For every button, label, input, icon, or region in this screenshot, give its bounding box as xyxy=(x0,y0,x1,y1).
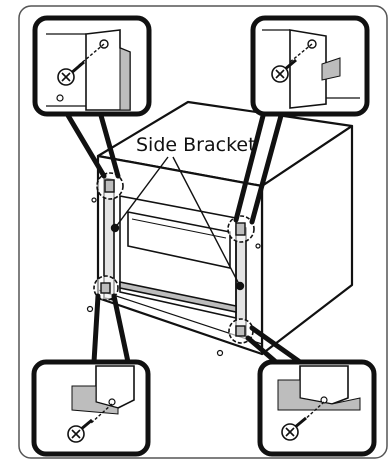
connector-bottom-left-b xyxy=(111,293,131,365)
pointer-line-right xyxy=(172,156,241,287)
bracket-icon xyxy=(289,29,327,109)
side-bracket-label: Side Bracket xyxy=(136,134,256,156)
oven-door-window-inner xyxy=(131,218,227,239)
connector-bottom-right xyxy=(245,335,279,365)
screw-icon xyxy=(271,58,297,83)
screw-icon xyxy=(91,197,97,203)
screw-icon xyxy=(255,243,261,249)
connector-top-right xyxy=(233,109,267,223)
oven-front-details xyxy=(97,177,263,345)
guide-dashed-line xyxy=(77,43,105,67)
pointer-dot-left xyxy=(110,223,120,233)
small-hole xyxy=(56,94,64,102)
bracket-screw-markers xyxy=(100,179,246,337)
screw-icon xyxy=(67,418,93,443)
bracket-base-shade xyxy=(71,385,119,415)
bracket-icon xyxy=(104,179,115,193)
bracket-top-shade xyxy=(321,57,341,81)
pointer-line-left xyxy=(114,156,169,229)
loose-screws xyxy=(86,197,261,357)
connector-top-left-b xyxy=(97,109,121,179)
zoom-box-bottom-left xyxy=(31,359,151,457)
screw-icon xyxy=(216,349,224,357)
oven-door-handle xyxy=(119,281,237,313)
connector-top-left xyxy=(63,109,107,179)
screw-icon xyxy=(281,416,307,441)
pointer-dot-right xyxy=(235,281,245,291)
callout-connectors xyxy=(63,109,303,365)
bracket-icon xyxy=(235,222,246,236)
screw-icon xyxy=(86,305,94,313)
connector-bottom-left xyxy=(91,293,101,365)
bracket-base-shade xyxy=(277,379,361,411)
side-bracket-pointers xyxy=(110,156,245,291)
zoom-box-bottom-right xyxy=(257,359,377,457)
bracket-icon xyxy=(235,325,246,337)
oven-door-outline xyxy=(119,195,237,319)
zoom-box-top-left xyxy=(32,15,152,117)
connector-top-right-b xyxy=(249,109,285,225)
connector-bottom-right-b xyxy=(249,325,303,365)
bracket-side-shade xyxy=(119,47,131,111)
screw-icon xyxy=(57,60,85,86)
zoom-box-top-right xyxy=(250,15,370,117)
bracket-hole xyxy=(108,398,116,406)
bracket-hole xyxy=(320,396,328,404)
bracket-icon xyxy=(100,282,111,294)
